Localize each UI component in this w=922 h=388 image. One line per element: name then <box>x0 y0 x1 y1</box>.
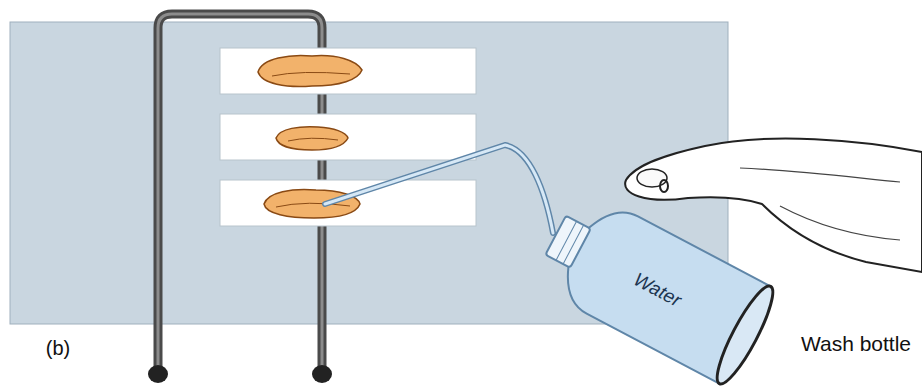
strip <box>220 180 476 226</box>
rack-foot <box>312 365 332 383</box>
wash-bottle <box>530 187 781 388</box>
specimen-fold <box>288 138 338 141</box>
hand <box>625 139 922 272</box>
nozzle-tube <box>325 145 553 233</box>
strip <box>220 114 476 160</box>
thumb-joint <box>660 180 668 192</box>
bottle-bottom <box>709 281 782 388</box>
bottle-cap <box>545 216 590 268</box>
rack-foot <box>148 365 168 383</box>
finger-line <box>780 206 900 240</box>
nozzle-tube-inner <box>325 145 553 233</box>
strip <box>220 48 476 94</box>
specimen <box>276 127 348 150</box>
cap-ridge <box>556 221 577 260</box>
finger-line <box>740 168 900 182</box>
cap-ridge <box>563 225 584 264</box>
specimen <box>258 56 362 87</box>
thumbnail <box>637 169 667 187</box>
specimen-fold <box>276 203 350 207</box>
part-label: Wash bottle <box>801 332 911 355</box>
panel-letter: (b) <box>46 337 70 359</box>
specimen-fold <box>272 72 350 76</box>
specimen <box>264 190 360 218</box>
